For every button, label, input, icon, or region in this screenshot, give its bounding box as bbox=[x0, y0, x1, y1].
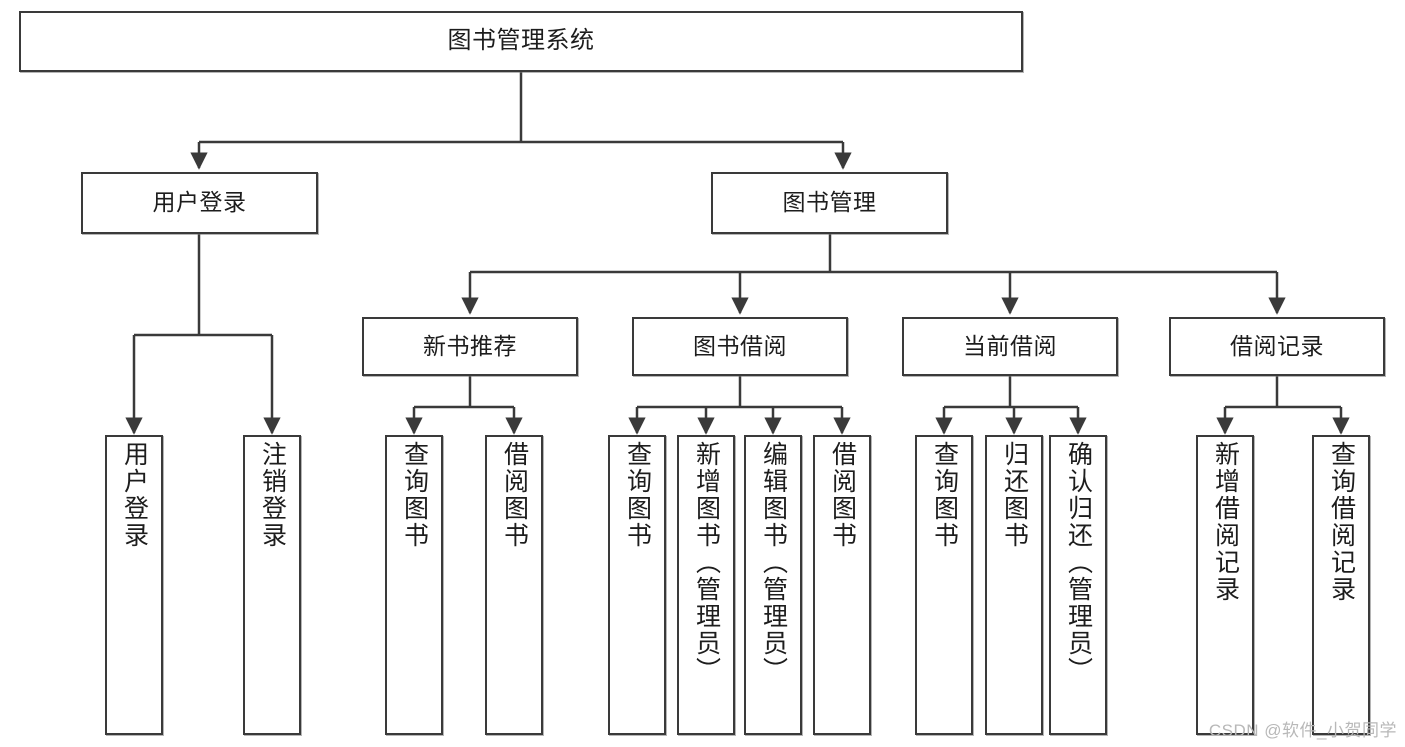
leaf-new-book-query-book[interactable]: 查询图书 bbox=[385, 435, 443, 735]
leaf-new-book-borrow-book[interactable]: 借阅图书 bbox=[485, 435, 543, 735]
leaf-current-borrow-query-book[interactable]: 查询图书 bbox=[915, 435, 973, 735]
node-label: 查询图书 bbox=[400, 441, 429, 549]
node-label: 图书管理系统 bbox=[447, 27, 595, 55]
node-label: 归还图书 bbox=[1000, 441, 1029, 549]
node-user-login[interactable]: 用户登录 bbox=[81, 172, 318, 234]
leaf-current-borrow-return-book[interactable]: 归还图书 bbox=[985, 435, 1043, 735]
node-root-book-management-system[interactable]: 图书管理系统 bbox=[19, 11, 1023, 72]
node-label: 图书管理 bbox=[782, 189, 877, 216]
leaf-user-login-login[interactable]: 用户登录 bbox=[105, 435, 163, 735]
csdn-watermark: CSDN @软件_小贺同学 bbox=[1208, 721, 1397, 740]
node-label: 确认归还（管理员） bbox=[1064, 441, 1093, 684]
leaf-borrow-record-add-record[interactable]: 新增借阅记录 bbox=[1196, 435, 1254, 735]
node-current-borrow[interactable]: 当前借阅 bbox=[902, 317, 1118, 376]
node-label: 注销登录 bbox=[258, 441, 287, 549]
node-label: 借阅图书 bbox=[828, 441, 857, 549]
leaf-current-borrow-confirm-return-admin[interactable]: 确认归还（管理员） bbox=[1049, 435, 1107, 735]
node-label: 新书推荐 bbox=[423, 332, 517, 359]
node-label: 用户登录 bbox=[152, 189, 247, 216]
leaf-user-login-logout[interactable]: 注销登录 bbox=[243, 435, 301, 735]
node-label: 查询图书 bbox=[930, 441, 959, 549]
node-book-management[interactable]: 图书管理 bbox=[711, 172, 948, 234]
node-label: 用户登录 bbox=[120, 441, 149, 549]
node-new-book-recommend[interactable]: 新书推荐 bbox=[362, 317, 578, 376]
node-label: 借阅记录 bbox=[1230, 332, 1324, 359]
node-label: 新增图书（管理员） bbox=[692, 441, 721, 684]
node-borrow-record[interactable]: 借阅记录 bbox=[1169, 317, 1385, 376]
node-book-borrow[interactable]: 图书借阅 bbox=[632, 317, 848, 376]
node-label: 图书借阅 bbox=[693, 332, 787, 359]
leaf-borrow-record-query-record[interactable]: 查询借阅记录 bbox=[1312, 435, 1370, 735]
leaf-book-borrow-query-book[interactable]: 查询图书 bbox=[608, 435, 666, 735]
node-label: 编辑图书（管理员） bbox=[759, 441, 788, 684]
leaf-book-borrow-edit-book-admin[interactable]: 编辑图书（管理员） bbox=[744, 435, 802, 735]
node-label: 借阅图书 bbox=[500, 441, 529, 549]
leaf-book-borrow-add-book-admin[interactable]: 新增图书（管理员） bbox=[677, 435, 735, 735]
node-label: 查询图书 bbox=[623, 441, 652, 549]
node-label: 查询借阅记录 bbox=[1327, 441, 1356, 603]
node-label: 当前借阅 bbox=[963, 332, 1057, 359]
node-label: 新增借阅记录 bbox=[1211, 441, 1240, 603]
leaf-book-borrow-borrow-book[interactable]: 借阅图书 bbox=[813, 435, 871, 735]
